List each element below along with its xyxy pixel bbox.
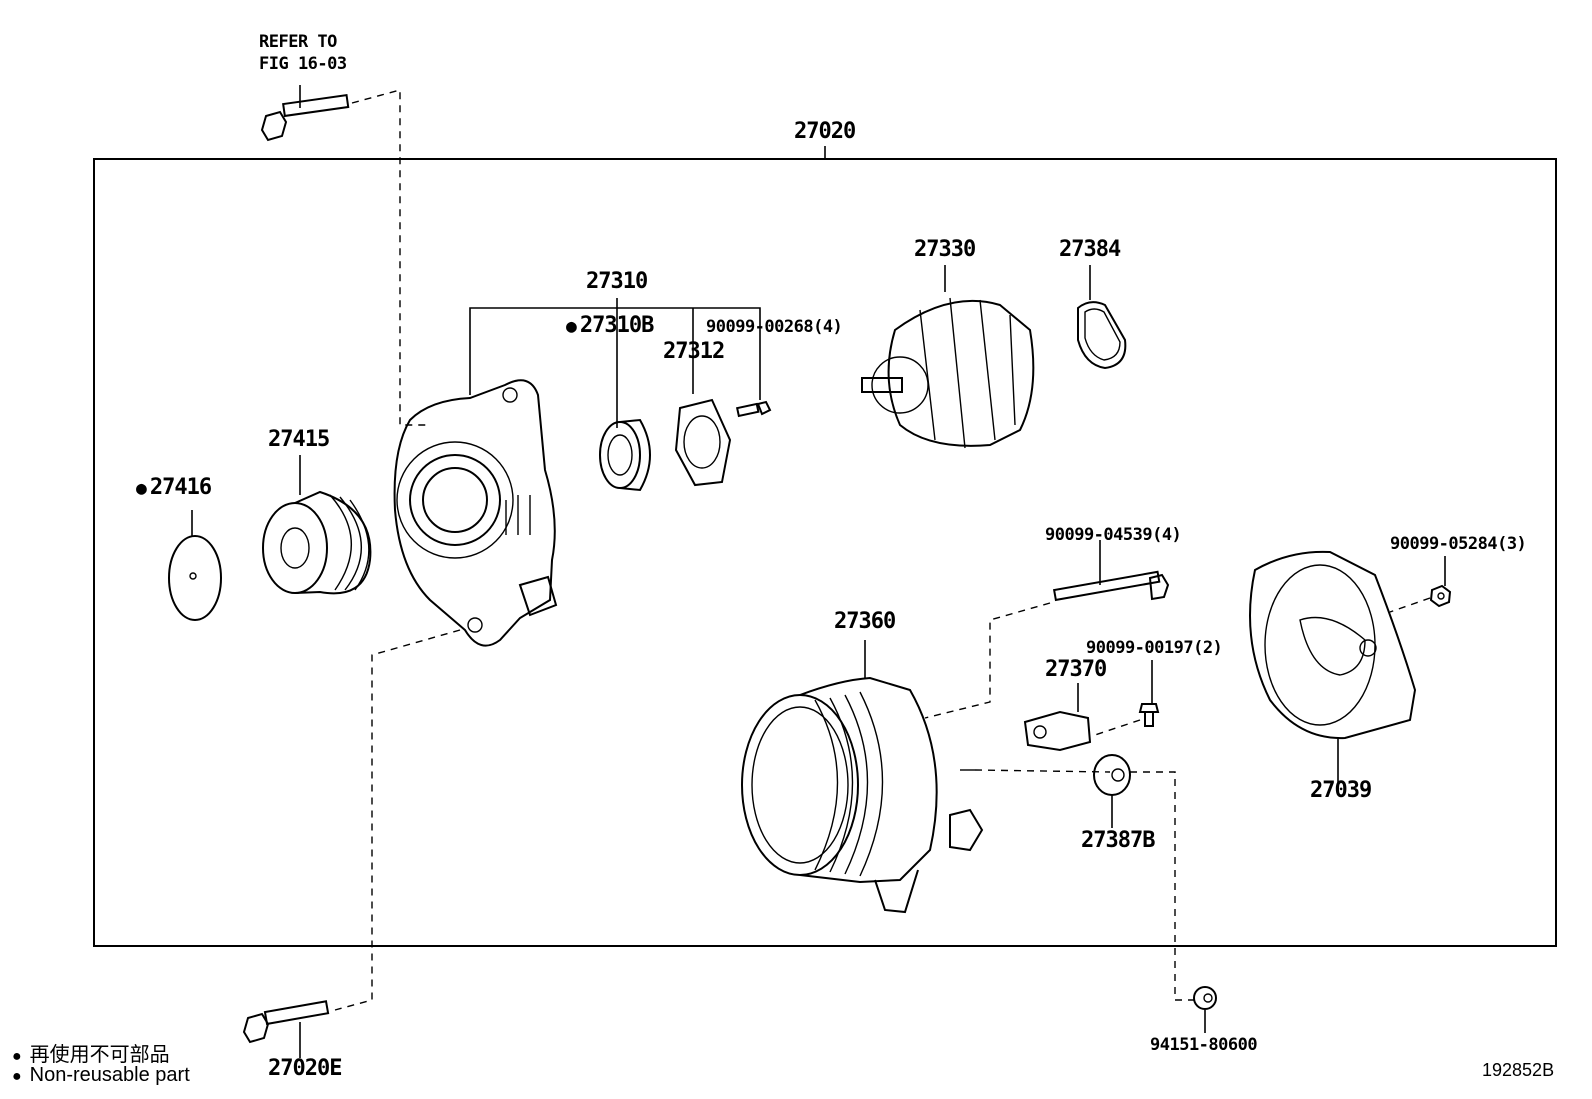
- label-27020E: 27020E: [268, 1056, 342, 1081]
- legend-bullet: ●: [12, 1048, 22, 1065]
- label-90099-04539: 90099-04539(4): [1045, 525, 1182, 545]
- brush-holder-27370: [1023, 710, 1092, 752]
- rear-cover-27039: [1249, 550, 1417, 740]
- insulator-27387B: [1093, 754, 1131, 796]
- bolt-27020E: [242, 1000, 330, 1044]
- refer-note-line2: FIG 16-03: [259, 54, 347, 74]
- nut-94151-80600: [1193, 986, 1217, 1010]
- legend-english: ● Non-reusable part: [12, 1064, 190, 1087]
- label-27330: 27330: [914, 237, 976, 262]
- legend-english-text: Non-reusable part: [29, 1064, 190, 1086]
- leader-27310-bracket: [469, 307, 761, 400]
- label-27384: 27384: [1059, 237, 1121, 262]
- label-27387B: 27387B: [1081, 828, 1155, 853]
- bolt-90099-04539: [1052, 570, 1170, 602]
- drive-end-frame: [393, 379, 558, 647]
- reference-bolt-top: [260, 85, 350, 142]
- figure-number: 192852B: [1482, 1060, 1555, 1080]
- screw-90099-00197: [1138, 703, 1160, 727]
- screw-90099-00268: [735, 400, 772, 418]
- legend-japanese-text: 再使用不可部品: [29, 1044, 170, 1066]
- label-27310B: 27310B: [566, 315, 654, 338]
- rotor-27330: [861, 297, 1035, 449]
- dash-long-bolt: [924, 602, 1051, 719]
- dash-screw-00197: [1094, 719, 1141, 736]
- dash-stator-terminal: [974, 769, 1111, 773]
- label-27020: 27020: [794, 119, 856, 144]
- pulley-27415: [262, 490, 372, 595]
- label-94151-80600: 94151-80600: [1150, 1035, 1258, 1055]
- label-27360: 27360: [834, 609, 896, 634]
- label-27310: 27310: [586, 269, 648, 294]
- label-27415: 27415: [268, 427, 330, 452]
- label-90099-05284: 90099-05284(3): [1390, 534, 1527, 554]
- legend-japanese: ● 再使用不可部品: [12, 1038, 170, 1067]
- label-27416: 27416: [136, 477, 212, 500]
- ring-27384: [1077, 301, 1127, 370]
- label-27039: 27039: [1310, 778, 1372, 803]
- label-27312: 27312: [663, 339, 725, 364]
- cap-27416: [168, 535, 222, 621]
- legend-bullet: ●: [12, 1068, 22, 1085]
- bearing-27310B: [599, 418, 651, 492]
- label-90099-00268: 90099-00268(4): [706, 317, 843, 337]
- stator-27360: [741, 676, 984, 914]
- nut-90099-05284: [1429, 584, 1452, 608]
- dash-nut-05284: [1389, 597, 1431, 613]
- assembly-frame: [93, 158, 1557, 947]
- label-90099-00197: 90099-00197(2): [1086, 638, 1223, 658]
- retainer-plate-27312: [674, 398, 732, 487]
- refer-note-line1: REFER TO: [259, 32, 337, 52]
- label-27370: 27370: [1045, 657, 1107, 682]
- dash-to-94151: [1130, 771, 1195, 1001]
- dash-top-bolt: [351, 89, 428, 426]
- dash-bottom-bolt: [334, 629, 461, 1011]
